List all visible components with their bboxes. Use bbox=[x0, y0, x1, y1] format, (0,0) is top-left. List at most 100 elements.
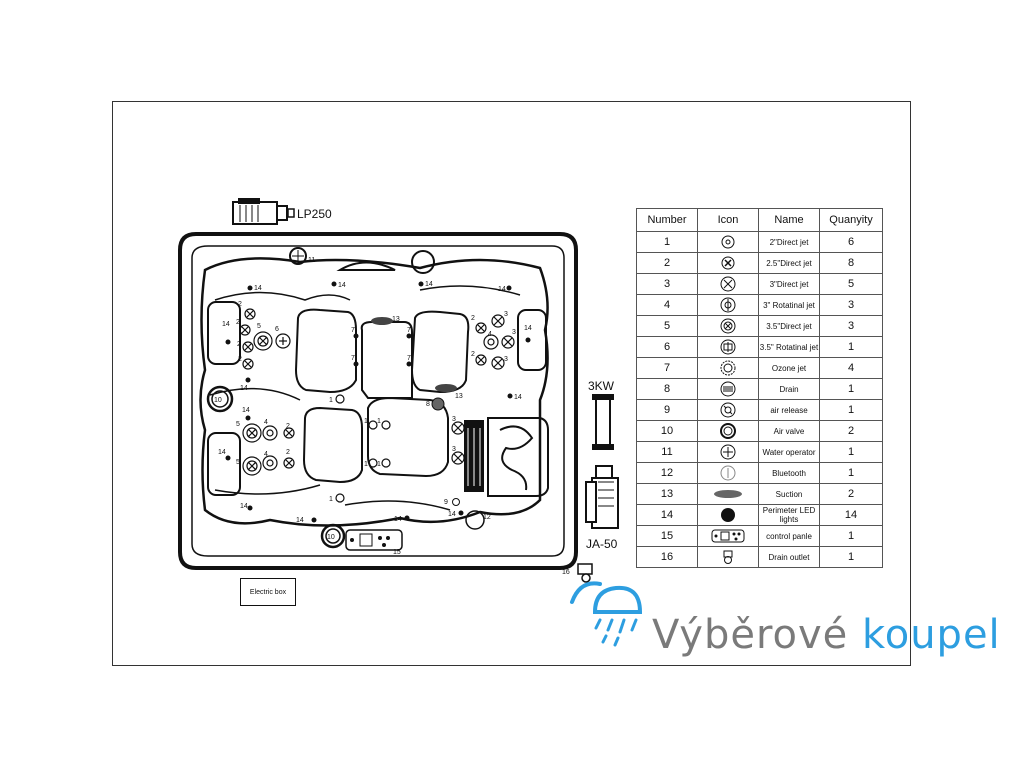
pump-ja50 bbox=[585, 465, 619, 529]
svg-text:5: 5 bbox=[236, 459, 240, 466]
svg-text:14: 14 bbox=[394, 516, 402, 523]
brand-wordmark: Výběrové koupel bbox=[652, 612, 1001, 658]
direct-jet-2-icon bbox=[697, 231, 759, 253]
center-seat-upper-right bbox=[410, 310, 470, 394]
svg-text:14: 14 bbox=[242, 407, 250, 414]
pump-ja50-label: JA-50 bbox=[586, 537, 618, 551]
legend-header-name: Name bbox=[758, 208, 820, 232]
callout-15: 15 bbox=[393, 549, 401, 556]
svg-text:14: 14 bbox=[240, 385, 248, 392]
callout-12: 12 bbox=[483, 514, 491, 521]
pillow-top bbox=[336, 261, 396, 271]
air-valve-left bbox=[206, 385, 234, 413]
rotating-jet-3-icon bbox=[697, 294, 759, 316]
svg-text:1: 1 bbox=[329, 397, 333, 404]
perimeter-led-lights bbox=[225, 281, 531, 523]
legend-row: 9 air release 1 bbox=[636, 399, 883, 421]
svg-text:1: 1 bbox=[364, 461, 368, 468]
svg-text:7: 7 bbox=[351, 355, 355, 362]
brand-logo-shower-icon bbox=[570, 581, 643, 647]
legend-row: 10 Air valve 2 bbox=[636, 420, 883, 442]
svg-text:3: 3 bbox=[452, 446, 456, 453]
svg-text:3: 3 bbox=[504, 311, 508, 318]
svg-text:7: 7 bbox=[351, 327, 355, 334]
control-panel bbox=[345, 529, 403, 551]
center-seat-upper-left bbox=[294, 308, 357, 394]
svg-text:14: 14 bbox=[222, 321, 230, 328]
svg-text:14: 14 bbox=[254, 285, 262, 292]
left-headrest-upper bbox=[207, 301, 241, 365]
direct-jet-2-5-icon bbox=[697, 252, 759, 274]
legend-header-icon: Icon bbox=[697, 208, 759, 232]
jets-3-direct bbox=[451, 314, 515, 465]
svg-text:6: 6 bbox=[275, 326, 279, 333]
drain-outlet bbox=[577, 563, 593, 583]
ozone-jets bbox=[353, 333, 412, 367]
legend-row: 4 3" Rotatinal jet 3 bbox=[636, 294, 883, 316]
svg-text:14: 14 bbox=[296, 517, 304, 524]
callout-10-bottom: 10 bbox=[327, 534, 335, 541]
svg-text:2: 2 bbox=[238, 301, 242, 308]
svg-text:14: 14 bbox=[498, 286, 506, 293]
svg-text:14: 14 bbox=[448, 511, 456, 518]
legend-row: 11 Water operator 1 bbox=[636, 441, 883, 463]
svg-text:1: 1 bbox=[364, 418, 368, 425]
brand-part-2: koupel bbox=[848, 612, 1001, 658]
rotating-jet-3-5-icon bbox=[697, 336, 759, 358]
svg-text:2: 2 bbox=[237, 341, 241, 348]
svg-text:5: 5 bbox=[257, 323, 261, 330]
svg-text:14: 14 bbox=[218, 449, 226, 456]
svg-text:14: 14 bbox=[524, 325, 532, 332]
brand-part-1: Výběrové bbox=[652, 612, 849, 658]
drain bbox=[431, 397, 445, 411]
seating-contour bbox=[199, 257, 549, 527]
callout-11: 11 bbox=[308, 257, 315, 264]
jet-3-5-rotating bbox=[275, 333, 291, 349]
legend-row: 15 control panle 1 bbox=[636, 525, 883, 547]
jets-3-5-direct bbox=[242, 331, 273, 476]
svg-text:3: 3 bbox=[452, 416, 456, 423]
legend-header-number: Number bbox=[636, 208, 698, 232]
suction-upper bbox=[371, 317, 393, 325]
legend-row: 16 Drain outlet 1 bbox=[636, 546, 883, 568]
air-release-icon bbox=[697, 399, 759, 421]
drain-icon bbox=[697, 378, 759, 400]
svg-text:2: 2 bbox=[236, 319, 240, 326]
callout-16: 16 bbox=[562, 569, 570, 576]
callout-13-upper: 13 bbox=[392, 316, 400, 323]
svg-text:14: 14 bbox=[425, 281, 433, 288]
callout-13-lower: 13 bbox=[455, 393, 463, 400]
direct-jet-3-5-icon bbox=[697, 315, 759, 337]
right-footwell bbox=[487, 417, 549, 497]
svg-text:1: 1 bbox=[377, 418, 381, 425]
callout-10-left: 10 bbox=[214, 397, 222, 404]
air-release bbox=[452, 498, 460, 506]
heater-label: 3KW bbox=[588, 379, 615, 393]
tub-inner-rim bbox=[191, 245, 565, 557]
water-operator-icon bbox=[697, 441, 759, 463]
center-seat-lower-left bbox=[302, 406, 363, 484]
jets-3-rotating bbox=[262, 334, 499, 471]
legend-row: 8 Drain 1 bbox=[636, 378, 883, 400]
air-valve-bottom bbox=[320, 523, 346, 549]
callout-9: 9 bbox=[444, 499, 448, 506]
pump-lp250-label: LP250 bbox=[297, 207, 332, 221]
svg-text:2: 2 bbox=[286, 423, 290, 430]
legend-row: 7 Ozone jet 4 bbox=[636, 357, 883, 379]
bluetooth-icon bbox=[697, 462, 759, 484]
direct-jet-3-icon bbox=[697, 273, 759, 295]
svg-text:2: 2 bbox=[471, 351, 475, 358]
legend-row: 12 Bluetooth 1 bbox=[636, 462, 883, 484]
legend-header-quantity: Quanyity bbox=[819, 208, 883, 232]
filter-lid bbox=[411, 250, 435, 274]
svg-text:3: 3 bbox=[512, 329, 516, 336]
jets-2-5-direct bbox=[239, 308, 487, 469]
svg-text:14: 14 bbox=[514, 394, 522, 401]
svg-text:1: 1 bbox=[329, 496, 333, 503]
legend-row: 3 3"Direct jet 5 bbox=[636, 273, 883, 295]
suction-icon bbox=[697, 483, 759, 505]
left-headrest-lower bbox=[207, 432, 241, 496]
svg-text:2: 2 bbox=[238, 356, 242, 363]
legend-row: 1 2"Direct jet 6 bbox=[636, 231, 883, 253]
